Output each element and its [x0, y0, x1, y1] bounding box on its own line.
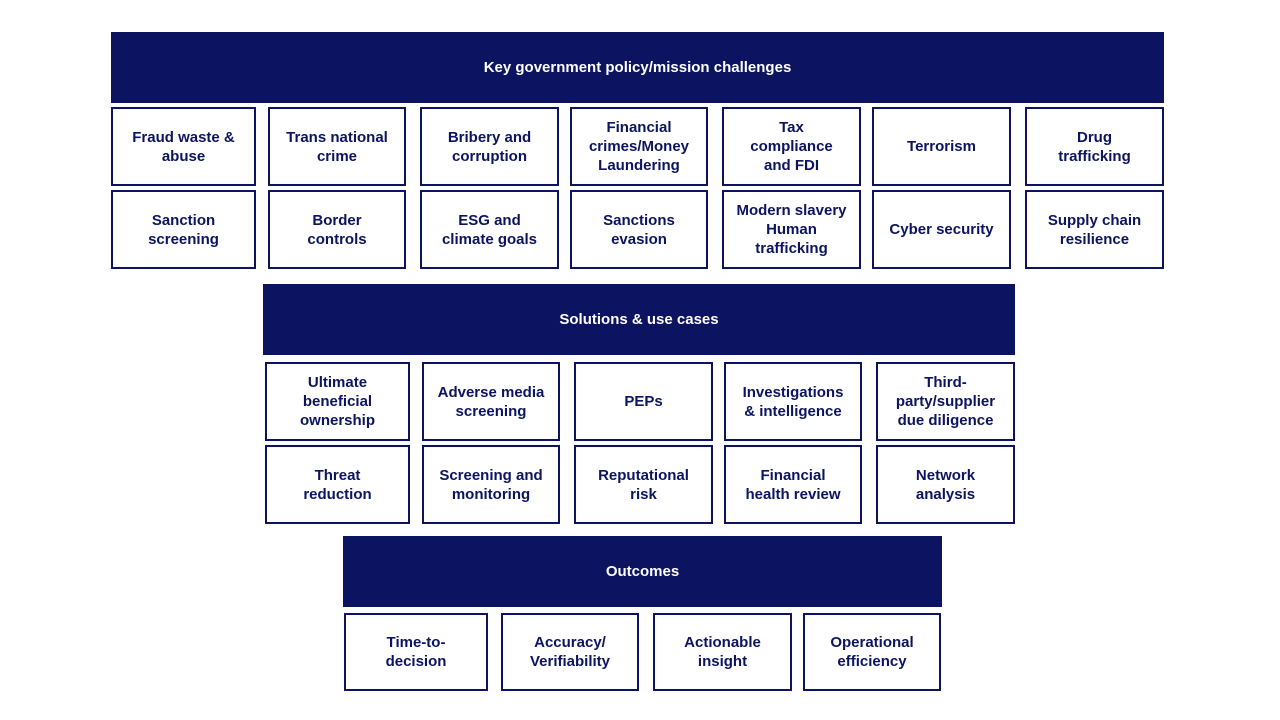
outcome-actionable-insight: Actionable insight — [653, 613, 792, 691]
solution-screening-monitoring: Screening and monitoring — [422, 445, 560, 524]
outcomes-title: Outcomes — [605, 563, 680, 580]
outcome-accuracy: Accuracy/ Verifiability — [501, 613, 639, 691]
outcomes-banner: Outcomes — [343, 536, 942, 607]
solution-adverse-media: Adverse media screening — [422, 362, 560, 441]
challenge-cyber-security: Cyber security — [872, 190, 1011, 269]
challenge-terrorism: Terrorism — [872, 107, 1011, 186]
challenge-financial-crimes: Financial crimes/Money Laundering — [570, 107, 708, 186]
solutions-banner: Solutions & use cases — [263, 284, 1015, 355]
outcome-time-to-decision: Time-to- decision — [344, 613, 488, 691]
challenge-esg: ESG and climate goals — [420, 190, 559, 269]
solution-investigations: Investigations & intelligence — [724, 362, 862, 441]
solution-ubo: Ultimate beneficial ownership — [265, 362, 410, 441]
challenge-sanctions-evasion: Sanctions evasion — [570, 190, 708, 269]
solutions-title: Solutions & use cases — [559, 311, 719, 328]
outcome-operational-efficiency: Operational efficiency — [803, 613, 941, 691]
challenge-bribery: Bribery and corruption — [420, 107, 559, 186]
challenge-transnational-crime: Trans national crime — [268, 107, 406, 186]
challenges-title: Key government policy/mission challenges — [483, 59, 792, 76]
challenge-modern-slavery: Modern slavery Human trafficking — [722, 190, 861, 269]
solution-financial-health: Financial health review — [724, 445, 862, 524]
solution-third-party: Third- party/supplier due diligence — [876, 362, 1015, 441]
challenge-supply-chain: Supply chain resilience — [1025, 190, 1164, 269]
challenges-banner: Key government policy/mission challenges — [111, 32, 1164, 103]
challenge-drug-trafficking: Drug trafficking — [1025, 107, 1164, 186]
solution-reputational-risk: Reputational risk — [574, 445, 713, 524]
challenge-sanction-screening: Sanction screening — [111, 190, 256, 269]
challenge-border-controls: Border controls — [268, 190, 406, 269]
challenge-tax-compliance: Tax compliance and FDI — [722, 107, 861, 186]
solution-threat-reduction: Threat reduction — [265, 445, 410, 524]
solution-peps: PEPs — [574, 362, 713, 441]
solution-network-analysis: Network analysis — [876, 445, 1015, 524]
challenge-fraud: Fraud waste & abuse — [111, 107, 256, 186]
